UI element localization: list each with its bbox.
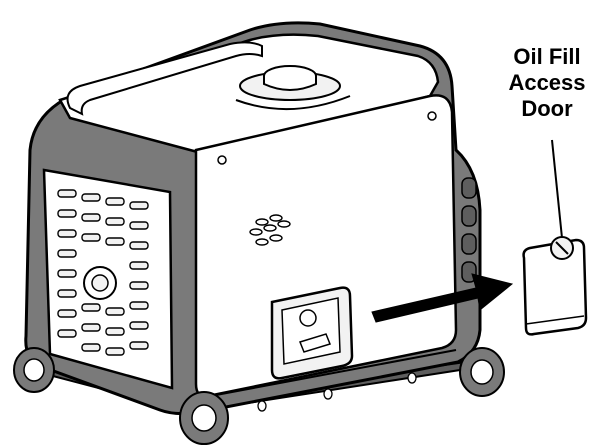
access-door-icon — [522, 236, 588, 336]
wheel-front-left — [13, 347, 55, 393]
screw — [217, 155, 227, 165]
oil-cap — [299, 309, 317, 327]
side-vent-holes — [249, 214, 291, 246]
arrow-right-icon — [371, 273, 514, 323]
carry-handle — [66, 41, 263, 116]
callout-line-3: Door — [521, 96, 573, 121]
oil-fill-latch — [299, 333, 331, 353]
callout-line-2: Access — [508, 70, 586, 95]
bottom-holes — [257, 372, 417, 412]
callout-leader-line — [551, 139, 563, 239]
fuel-cap-side — [263, 76, 317, 91]
vent-knob-center — [91, 274, 109, 292]
fuel-tank-strap — [235, 95, 351, 111]
screw — [427, 111, 437, 121]
bottom-rail — [199, 349, 457, 399]
wheel-rear-right — [459, 347, 505, 397]
oil-fill-recess — [281, 297, 341, 365]
side-ribs — [461, 177, 477, 283]
vent-slots — [57, 189, 149, 356]
callout-line-1: Oil Fill — [513, 44, 581, 69]
wheel-front-right — [179, 391, 229, 445]
oil-fill-access-door-label: Oil Fill Access Door — [492, 44, 602, 122]
